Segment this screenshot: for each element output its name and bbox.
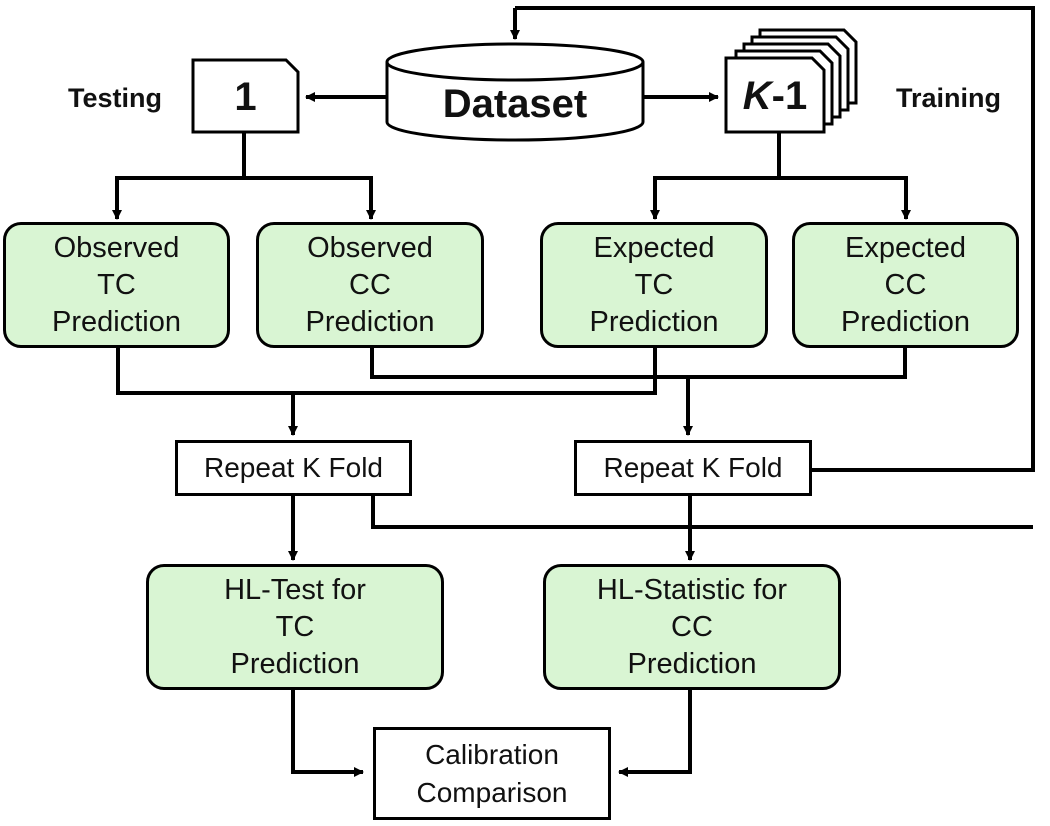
train-fold-rest: -1 bbox=[771, 73, 808, 118]
training-folds-stack bbox=[724, 28, 858, 134]
observed-tc-box: Observed TC Prediction bbox=[3, 222, 230, 348]
repeat-k-fold-right: Repeat K Fold bbox=[574, 440, 812, 496]
testing-label: Testing bbox=[68, 82, 162, 113]
training-label: Training bbox=[895, 82, 1001, 113]
calibration-comparison-box: Calibration Comparison bbox=[373, 727, 611, 820]
repeat-k-fold-left: Repeat K Fold bbox=[175, 440, 412, 496]
test-fold-label: 1 bbox=[234, 74, 257, 119]
train-fold-k: K bbox=[742, 73, 772, 118]
dataset-cylinder bbox=[385, 42, 645, 142]
observed-cc-box: Observed CC Prediction bbox=[256, 222, 484, 348]
train-fold-label: K-1 bbox=[726, 60, 824, 132]
hl-statistic-box: HL-Statistic for CC Prediction bbox=[543, 564, 841, 690]
expected-cc-box: Expected CC Prediction bbox=[792, 222, 1019, 348]
test-fold-document bbox=[191, 58, 300, 134]
dataset-label: Dataset bbox=[442, 81, 588, 126]
expected-tc-box: Expected TC Prediction bbox=[540, 222, 768, 348]
connectors bbox=[112, 6, 1035, 777]
hl-test-box: HL-Test for TC Prediction bbox=[146, 564, 444, 690]
